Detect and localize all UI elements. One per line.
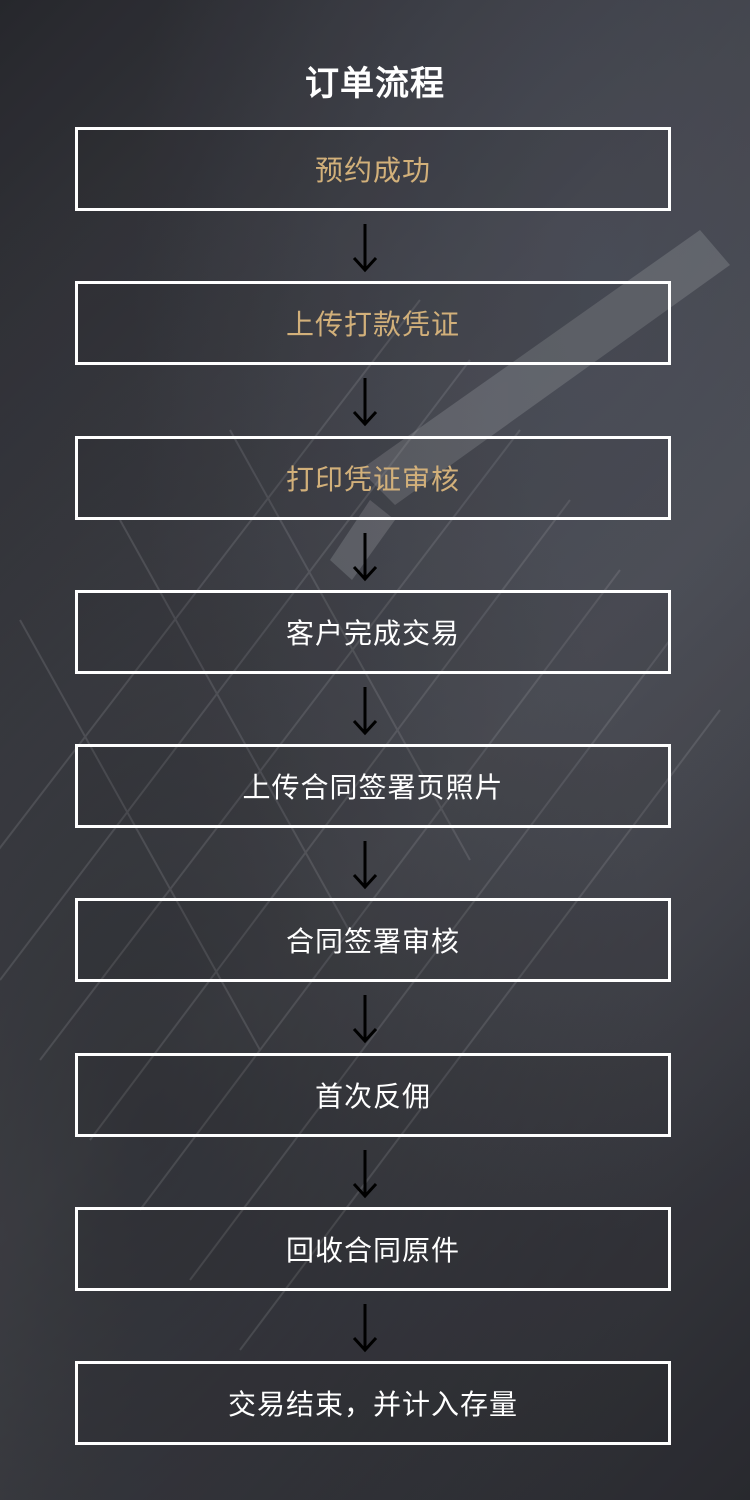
step-customer-complete-transaction: 客户完成交易 (75, 590, 671, 674)
arrow-down-icon (352, 995, 378, 1044)
arrow-down-icon (352, 687, 378, 736)
step-label: 交易结束，并计入存量 (227, 1388, 518, 1421)
arrow-down-icon (352, 224, 378, 273)
step-transaction-end: 交易结束，并计入存量 (75, 1361, 671, 1445)
step-label: 打印凭证审核 (285, 463, 460, 496)
step-upload-payment-proof: 上传打款凭证 (75, 281, 671, 365)
step-label: 上传打款凭证 (285, 308, 460, 341)
step-label: 首次反佣 (314, 1080, 431, 1113)
arrow-down-icon (352, 1150, 378, 1199)
step-label: 客户完成交易 (285, 617, 460, 650)
step-reservation-success: 预约成功 (75, 127, 671, 211)
arrow-down-icon (352, 1304, 378, 1353)
step-print-proof-review: 打印凭证审核 (75, 436, 671, 520)
step-recover-original-contract: 回收合同原件 (75, 1207, 671, 1291)
step-label: 合同签署审核 (285, 925, 460, 958)
step-upload-contract-signature-photo: 上传合同签署页照片 (75, 744, 671, 828)
step-label: 预约成功 (314, 154, 431, 187)
page-title: 订单流程 (305, 64, 445, 104)
step-first-commission-rebate: 首次反佣 (75, 1053, 671, 1137)
arrow-down-icon (352, 533, 378, 582)
arrow-down-icon (352, 841, 378, 890)
arrow-down-icon (352, 378, 378, 427)
step-label: 回收合同原件 (285, 1234, 460, 1267)
step-contract-signature-review: 合同签署审核 (75, 898, 671, 982)
step-label: 上传合同签署页照片 (242, 771, 504, 804)
